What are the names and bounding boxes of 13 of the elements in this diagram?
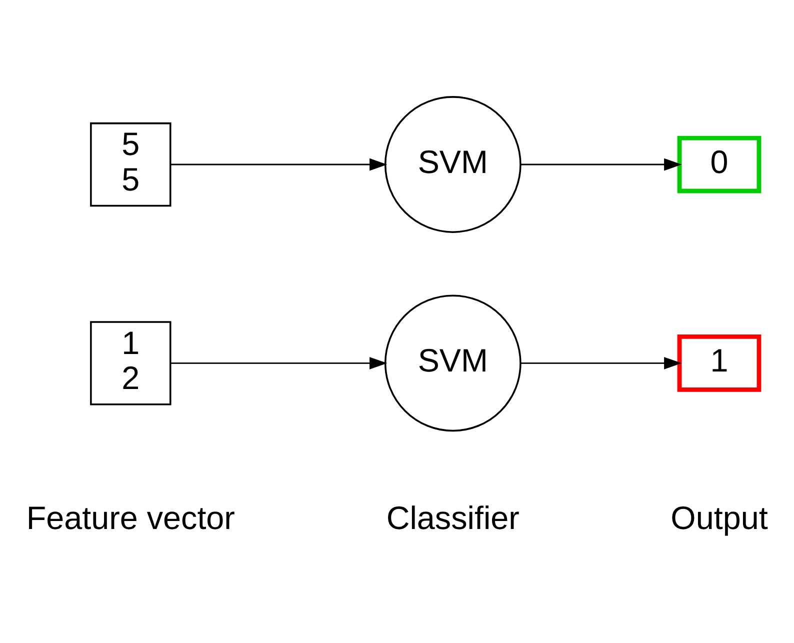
node-box: 1 [677,334,762,392]
arrow [170,158,388,170]
node-box: 0 [677,135,762,193]
label: Feature vector [26,499,235,536]
node-box: 1 2 [90,320,172,405]
node-box: 5 5 [90,122,172,206]
arrow [520,356,682,369]
node-circle: SVM [384,294,522,432]
arrow [170,356,388,369]
arrow [520,158,682,170]
node-circle: SVM [384,96,522,232]
label: Classifier [386,499,520,536]
label: Output [670,499,768,536]
